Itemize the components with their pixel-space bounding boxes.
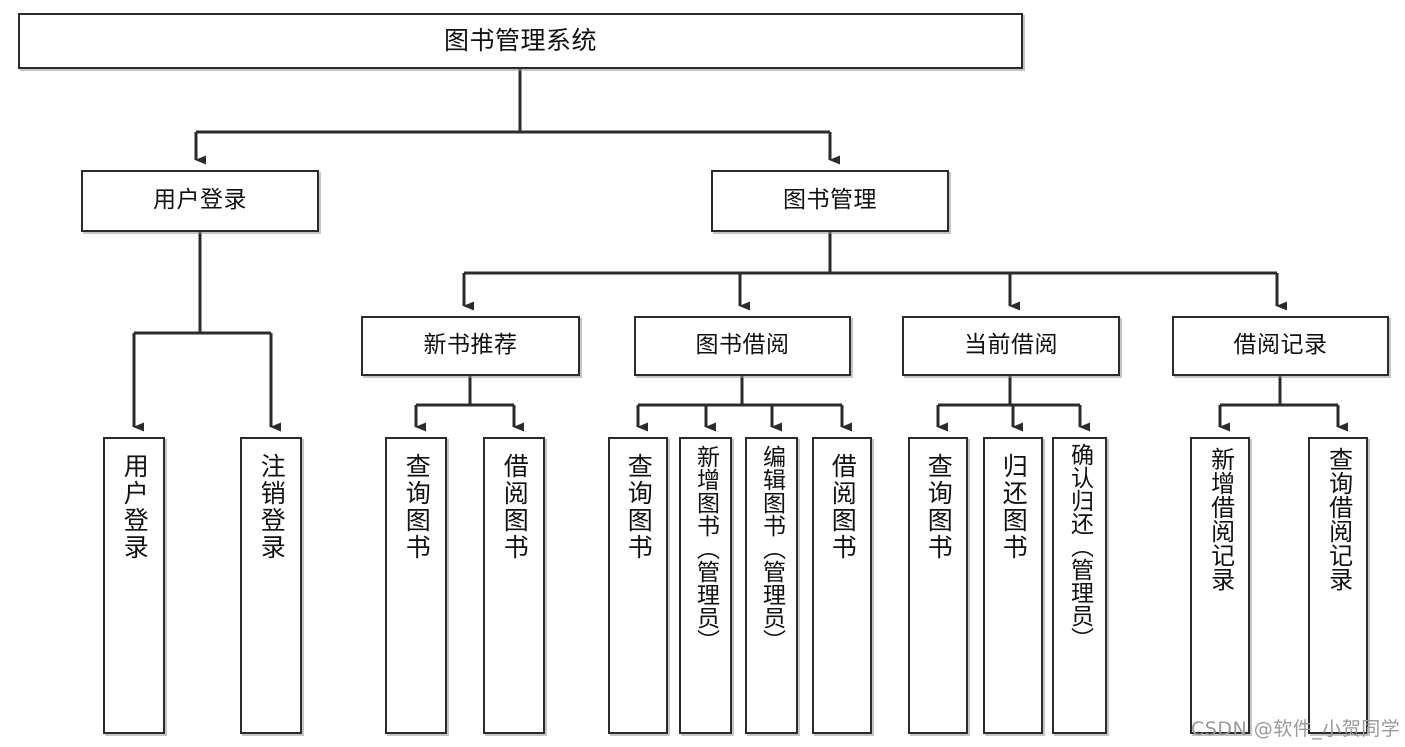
node-book-manage-label: 图书管理 xyxy=(783,187,877,214)
node-leaf-borrow-book-1[interactable]: 借阅图书 xyxy=(483,437,545,734)
node-leaf-query-book-1-label: 查询图书 xyxy=(402,453,432,561)
node-borrow-record[interactable]: 借阅记录 xyxy=(1172,316,1389,376)
node-leaf-confirm-return-label: 确认归还（管理员） xyxy=(1066,443,1093,650)
node-leaf-add-book[interactable]: 新增图书（管理员） xyxy=(679,437,732,734)
node-leaf-query-record-label: 查询借阅记录 xyxy=(1324,447,1353,591)
node-leaf-user-logout[interactable]: 注销登录 xyxy=(240,437,302,734)
node-new-book-rec-label: 新书推荐 xyxy=(423,332,518,359)
node-leaf-query-book-3-label: 查询图书 xyxy=(924,453,954,561)
node-leaf-user-logout-label: 注销登录 xyxy=(257,453,287,561)
node-leaf-edit-book-label: 编辑图书（管理员） xyxy=(758,445,785,652)
csdn-watermark: CSDN @软件_小贺同学 xyxy=(1191,718,1401,740)
node-leaf-query-book-2[interactable]: 查询图书 xyxy=(608,437,668,734)
node-leaf-return-book[interactable]: 归还图书 xyxy=(983,437,1043,734)
node-root-label: 图书管理系统 xyxy=(443,26,597,56)
node-leaf-query-book-1[interactable]: 查询图书 xyxy=(385,437,447,734)
node-book-borrow[interactable]: 图书借阅 xyxy=(634,316,851,376)
node-current-borrow[interactable]: 当前借阅 xyxy=(902,316,1120,376)
node-leaf-confirm-return[interactable]: 确认归还（管理员） xyxy=(1052,437,1107,734)
node-leaf-query-record[interactable]: 查询借阅记录 xyxy=(1308,437,1368,734)
node-current-borrow-label: 当前借阅 xyxy=(964,332,1058,359)
node-leaf-return-book-label: 归还图书 xyxy=(999,453,1029,561)
node-leaf-borrow-book-2[interactable]: 借阅图书 xyxy=(812,437,872,734)
node-new-book-rec[interactable]: 新书推荐 xyxy=(361,316,580,376)
node-leaf-borrow-book-1-label: 借阅图书 xyxy=(500,453,530,561)
node-user-login-label: 用户登录 xyxy=(153,187,247,214)
node-leaf-query-book-2-label: 查询图书 xyxy=(624,453,654,561)
node-leaf-borrow-book-2-label: 借阅图书 xyxy=(828,453,858,561)
node-leaf-edit-book[interactable]: 编辑图书（管理员） xyxy=(745,437,798,734)
node-leaf-user-login[interactable]: 用户登录 xyxy=(103,437,165,734)
node-book-manage[interactable]: 图书管理 xyxy=(711,170,949,232)
node-leaf-add-record[interactable]: 新增借阅记录 xyxy=(1190,437,1250,734)
node-user-login[interactable]: 用户登录 xyxy=(81,170,319,232)
node-leaf-add-book-label: 新增图书（管理员） xyxy=(692,445,719,652)
node-leaf-add-record-label: 新增借阅记录 xyxy=(1206,447,1235,591)
node-root[interactable]: 图书管理系统 xyxy=(18,13,1023,69)
node-book-borrow-label: 图书借阅 xyxy=(695,332,790,359)
node-leaf-user-login-label: 用户登录 xyxy=(120,453,150,561)
node-borrow-record-label: 借阅记录 xyxy=(1233,332,1328,359)
node-leaf-query-book-3[interactable]: 查询图书 xyxy=(908,437,968,734)
